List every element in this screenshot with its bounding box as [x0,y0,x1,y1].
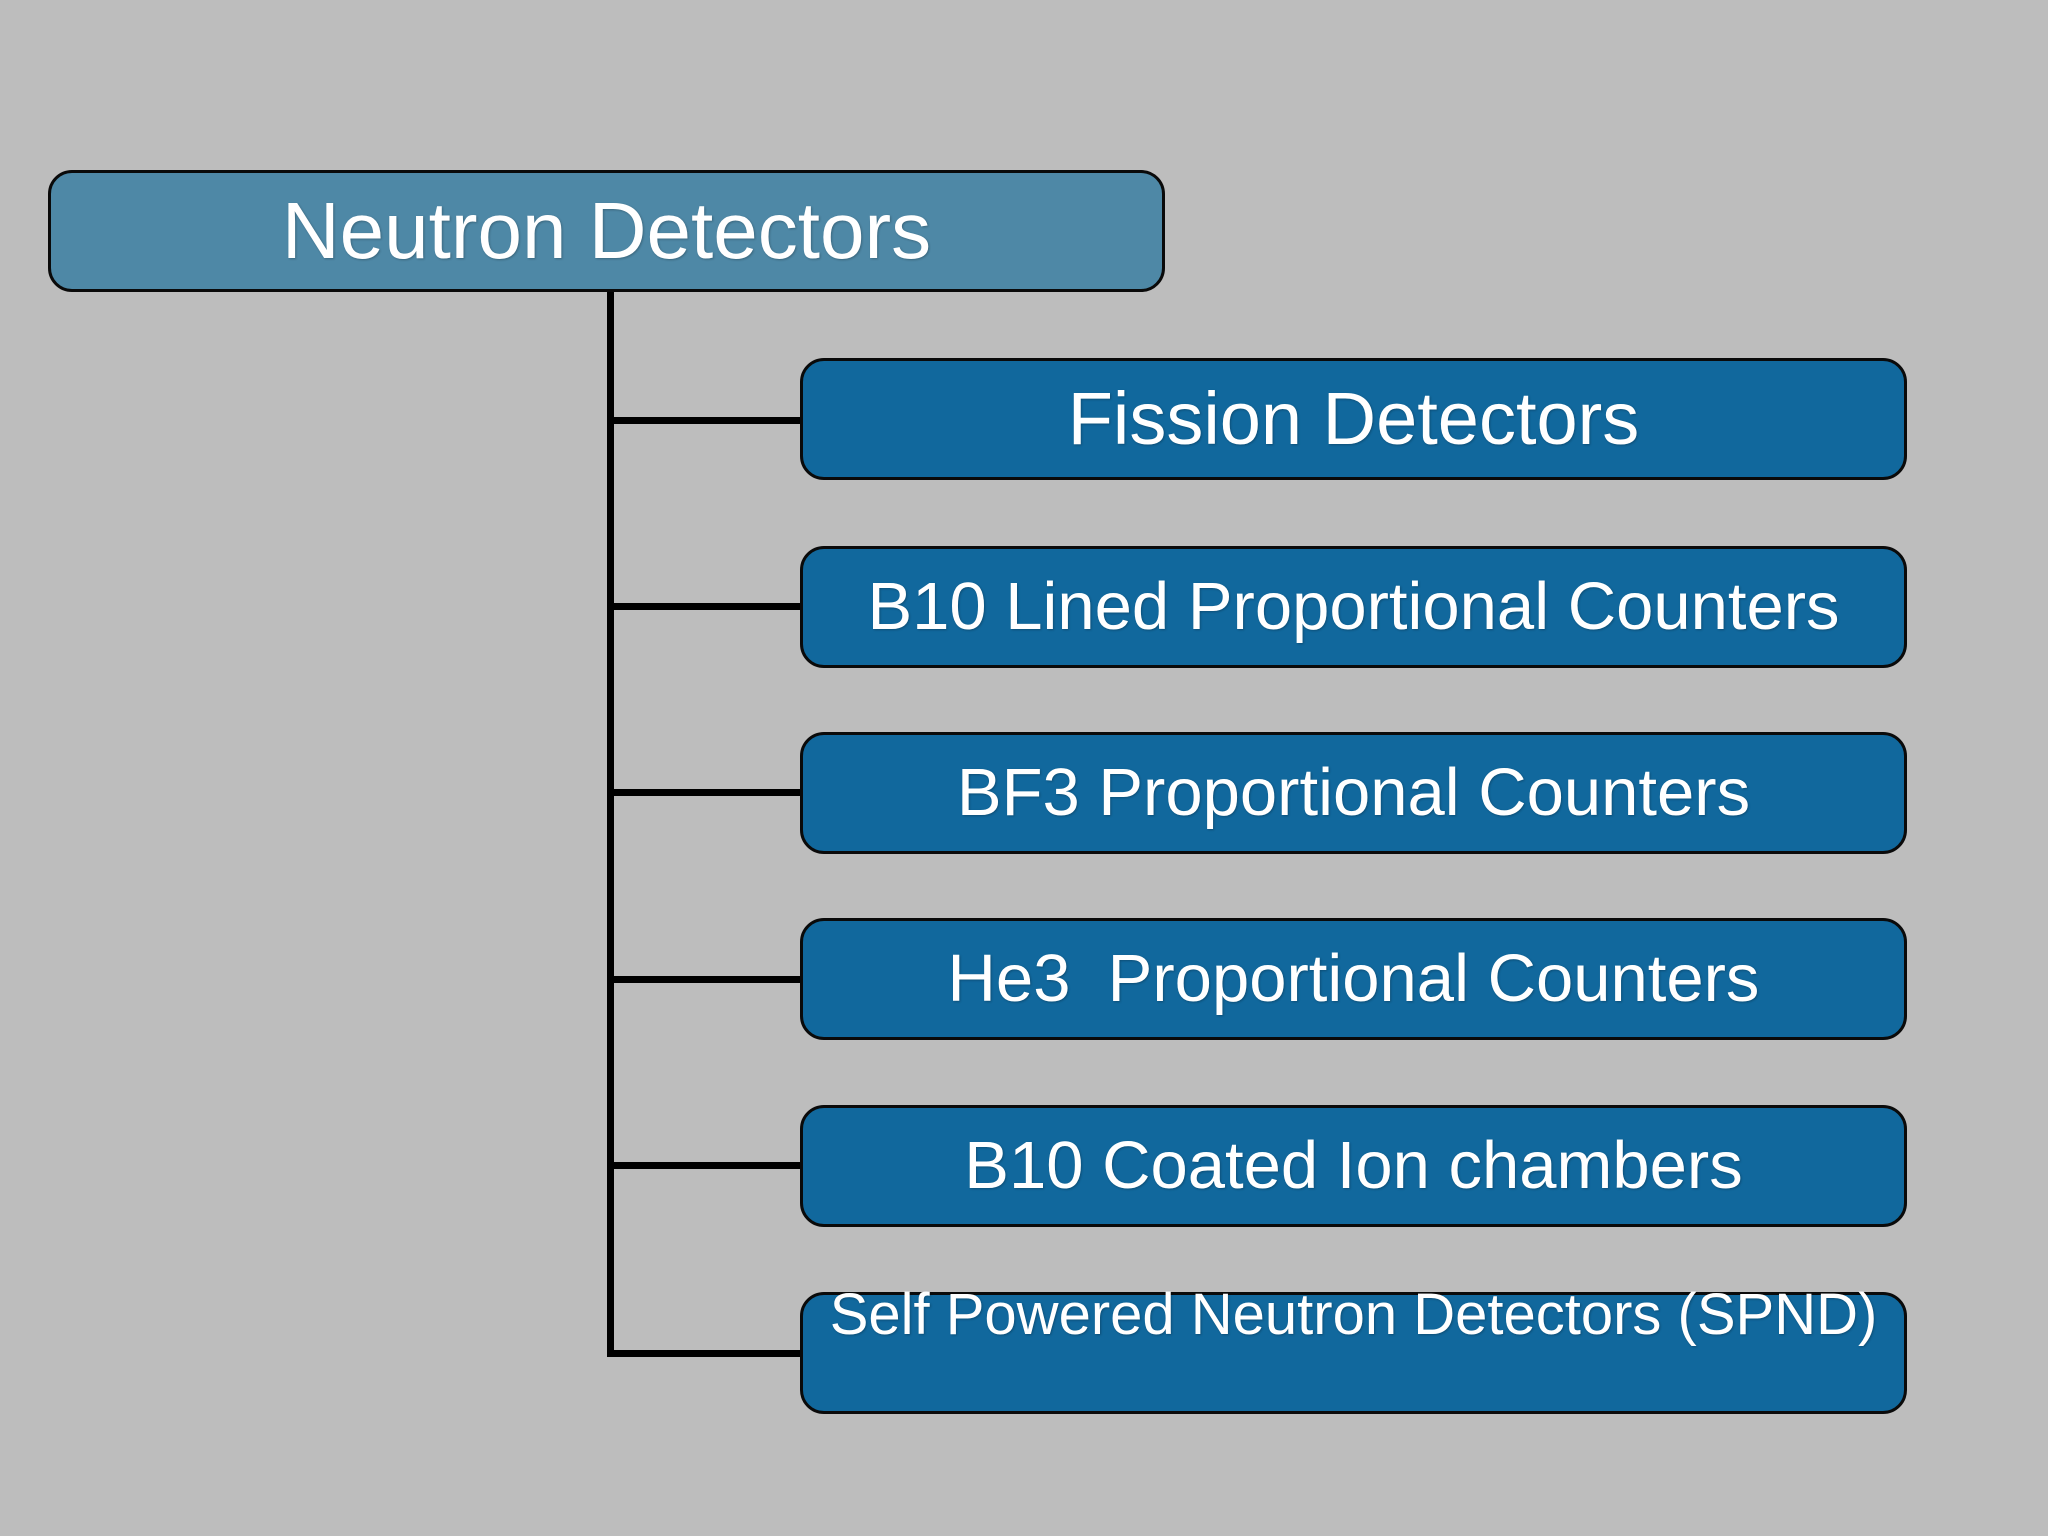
child-node-fission-detectors: Fission Detectors [800,358,1907,480]
child-node-label: Fission Detectors [1067,377,1640,461]
child-node-label: Self Powered Neutron Detectors (SPND) [829,1282,1878,1347]
root-node-neutron-detectors: Neutron Detectors [48,170,1165,292]
child-node-label: B10 Coated Ion chambers [964,1128,1743,1204]
child-node-self-powered-neutron-detectors: Self Powered Neutron Detectors (SPND) [800,1283,1907,1414]
connector-branch-b10-coated [610,1162,803,1169]
connector-branch-he3 [610,976,803,983]
connector-branch-spnd [610,1350,803,1357]
connector-trunk [607,292,614,1357]
connector-branch-b10-lined [610,603,803,610]
child-node-label: BF3 Proportional Counters [956,755,1751,831]
child-node-b10-lined-proportional-counters: B10 Lined Proportional Counters [800,546,1907,668]
connector-branch-bf3 [610,789,803,796]
root-node-label: Neutron Detectors [281,186,932,275]
child-node-bf3-proportional-counters: BF3 Proportional Counters [800,732,1907,854]
child-node-label: He3 Proportional Counters [947,941,1760,1017]
child-node-label: B10 Lined Proportional Counters [867,569,1840,645]
child-node-b10-coated-ion-chambers: B10 Coated Ion chambers [800,1105,1907,1227]
connector-branch-fission [610,417,803,424]
child-node-he3-proportional-counters: He3 Proportional Counters [800,918,1907,1040]
